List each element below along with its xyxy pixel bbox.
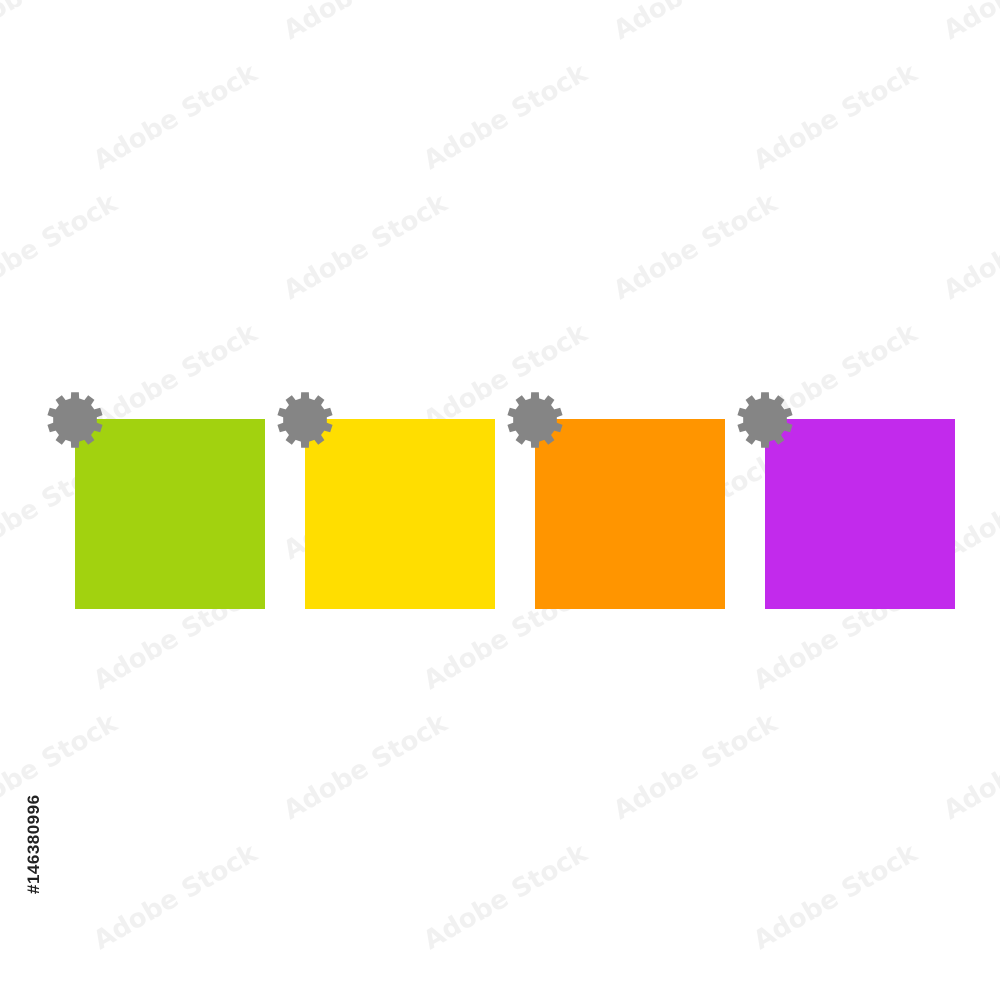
watermark-text: Adobe Stock bbox=[939, 0, 1000, 46]
gear-shape bbox=[277, 392, 333, 448]
watermark-text: Adobe Stock bbox=[0, 188, 123, 306]
gear-shape bbox=[47, 392, 103, 448]
gear-icon bbox=[737, 392, 793, 448]
color-square-purple bbox=[765, 419, 955, 609]
color-square-yellow bbox=[305, 419, 495, 609]
watermark-text: Adobe Stock bbox=[939, 188, 1000, 306]
watermark-text: Adobe Stock bbox=[89, 58, 264, 176]
color-square-orange bbox=[535, 419, 725, 609]
watermark-text: Adobe Stock bbox=[609, 708, 784, 826]
gear-shape bbox=[737, 392, 793, 448]
watermark-text: Adobe Stock bbox=[0, 708, 123, 826]
gear-icon bbox=[47, 392, 103, 448]
watermark-text: Adobe Stock bbox=[749, 838, 924, 956]
watermark-text: Adobe Stock bbox=[0, 0, 123, 46]
watermark-text: Adobe Stock bbox=[279, 0, 454, 46]
color-square-green bbox=[75, 419, 265, 609]
watermark-text: Adobe Stock bbox=[609, 0, 784, 46]
stock-image-id: #146380996 bbox=[24, 794, 43, 894]
watermark-text: Adobe Stock bbox=[939, 708, 1000, 826]
watermark-text: Adobe Stock bbox=[279, 708, 454, 826]
watermark-text: Adobe Stock bbox=[749, 58, 924, 176]
watermark-text: Adobe Stock bbox=[419, 838, 594, 956]
gear-icon bbox=[277, 392, 333, 448]
watermark-text: Adobe Stock bbox=[89, 838, 264, 956]
watermark-text: Adobe Stock bbox=[279, 188, 454, 306]
watermark-text: Adobe Stock bbox=[419, 58, 594, 176]
gear-icon bbox=[507, 392, 563, 448]
gear-shape bbox=[507, 392, 563, 448]
watermark-text: Adobe Stock bbox=[609, 188, 784, 306]
